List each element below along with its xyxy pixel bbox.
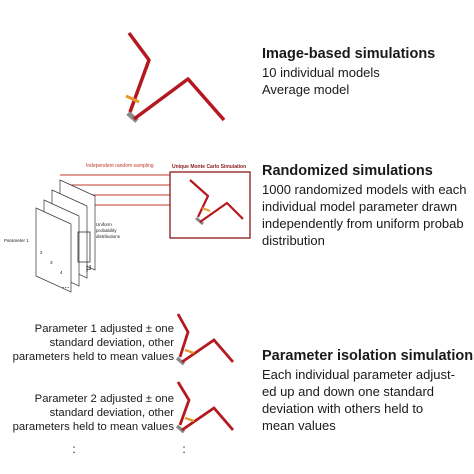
section1-title: Image-based simulations [262,46,436,62]
section2-title: Randomized simulations [262,163,433,179]
section3-line: Each individual parameter adjust- [262,367,455,382]
distribution-stack [35,179,96,293]
distribution-label: distributions [96,234,121,239]
model-rod-left [127,31,151,113]
model-rod-right [132,77,226,122]
mu-symbol: μ [86,262,92,272]
monte-carlo-frame [169,171,251,239]
section3-line: mean values [262,418,336,433]
section3-title: Parameter isolation simulations [262,348,474,364]
sampling-label: Independent random sampling [86,163,154,169]
model-marker [125,94,140,104]
param1-label: Parameter 1 adjusted ± one standard devi… [12,323,174,363]
stack-number: 3 [50,260,53,265]
jaw-model-param1 [175,313,235,366]
uniform-distribution-box [77,231,91,263]
jaw-model-top [125,31,226,123]
section1-line: 10 individual models [262,65,380,80]
section2-line: 1000 randomized models with each [262,182,467,197]
section2-line: independently from uniform probab [262,216,464,231]
section2-line: individual model parameter drawn [262,199,458,214]
jaw-model-param2 [175,381,235,434]
section2-line: distribution [262,233,325,248]
stack-number: 2 [40,250,43,255]
section3-line: ed up and down one standard [262,384,435,399]
models-ellipsis: : [182,442,186,456]
section1-line: Average model [262,82,350,97]
jaw-model-monte-carlo [189,179,244,226]
distribution-label: probability [96,228,117,233]
stack-ellipsis: ... [62,280,70,290]
param2-label: Parameter 2 adjusted ± one standard devi… [12,393,174,433]
params-ellipsis: : [72,442,76,456]
stack-number: 4 [60,270,63,275]
stack-param-label: Parameter 1 [4,238,29,243]
section3-line: deviation with others held to [262,401,424,416]
monte-carlo-label: Unique Monte Carlo Simulation [172,164,247,170]
distribution-label: Uniform [96,222,112,227]
